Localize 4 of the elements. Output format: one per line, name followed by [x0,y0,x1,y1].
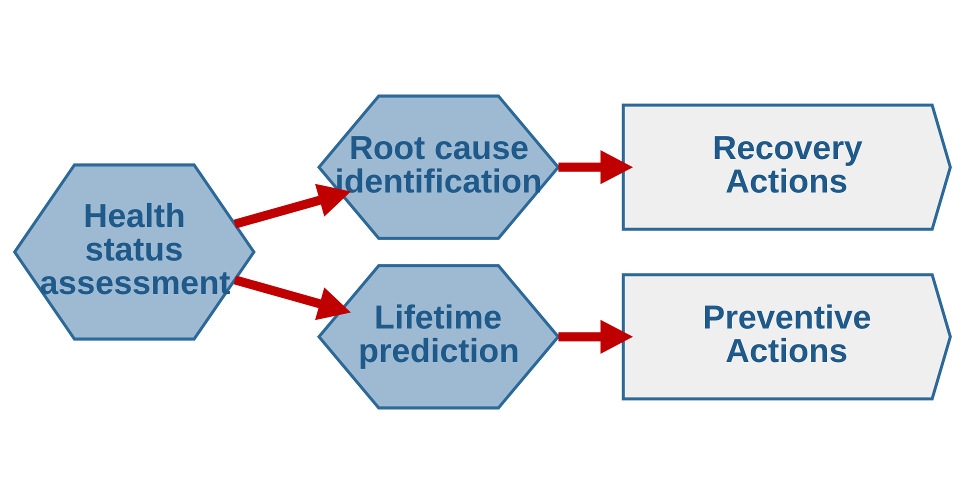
arrow [558,150,633,184]
arrow [234,183,351,228]
arrow [558,319,633,354]
arrow [234,275,351,320]
